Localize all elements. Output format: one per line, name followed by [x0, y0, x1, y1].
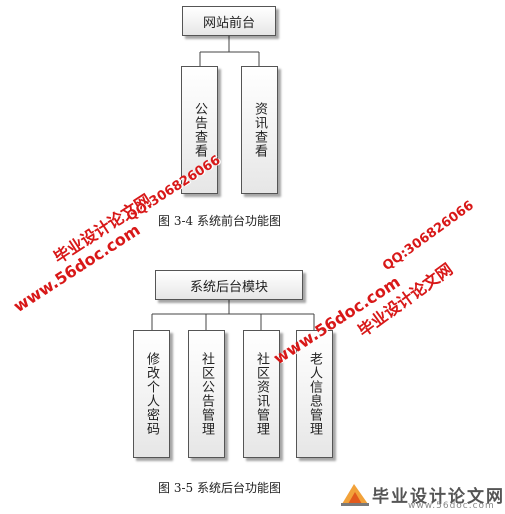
figure-caption-3-4: 图 3-4 系统前台功能图: [158, 214, 281, 228]
back-root-box: 系统后台模块: [155, 270, 303, 300]
back-child-box-3: 社区资讯管理: [243, 330, 280, 458]
front-child-label-2: 资讯查看: [252, 102, 267, 158]
connector-lines: [151, 36, 315, 330]
back-child-label-1: 修改个人密码: [144, 352, 159, 436]
back-child-box-4: 老人信息管理: [296, 330, 333, 458]
front-child-label-1: 公告查看: [192, 102, 207, 158]
logo-url: www.56doc.com: [408, 501, 495, 511]
front-child-box-2: 资讯查看: [241, 66, 278, 194]
front-child-box-1: 公告查看: [181, 66, 218, 194]
back-root-label: 系统后台模块: [189, 279, 268, 295]
logo-text: 毕业设计论文网: [372, 487, 505, 507]
back-child-label-4: 老人信息管理: [307, 352, 322, 436]
back-child-box-2: 社区公告管理: [188, 330, 225, 458]
front-root-label: 网站前台: [202, 15, 255, 31]
logo-icon: [341, 484, 369, 506]
figure-caption-3-5: 图 3-5 系统后台功能图: [158, 481, 281, 495]
back-child-box-1: 修改个人密码: [133, 330, 170, 458]
back-child-label-2: 社区公告管理: [199, 352, 214, 436]
back-child-label-3: 社区资讯管理: [254, 352, 269, 436]
front-root-box: 网站前台: [182, 6, 276, 36]
